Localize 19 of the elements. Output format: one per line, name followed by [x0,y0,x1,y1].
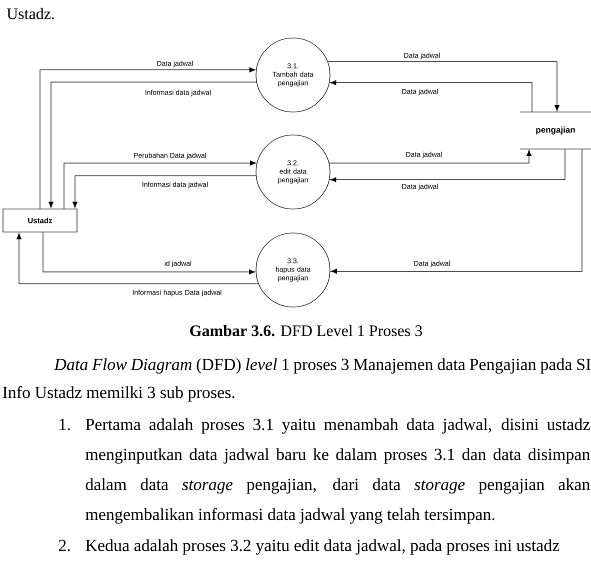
list-number: 1. [60,418,70,430]
arrow [330,148,582,274]
list-item-text: Pertama adalah proses 3.1 yaitu menambah data jadwal, disini ustadz menginputkan data jadwal baru ke dalam proses 3.1 dan data disimpan dalam data storage pengajian, dari data storage pengajian akan mengembalikan informasi data jadwal yang telah tersimpan. [86,418,590,524]
arrow [330,148,566,182]
arrow [16,233,259,284]
list-item-text: Kedua adalah proses 3.2 yaitu edit data jadwal, pada proses ini ustadz [86,539,560,555]
arrow [42,232,256,274]
arrow [72,176,256,208]
arrow [40,67,256,209]
figure-caption: Gambar 3.6. DFD Level 1 Proses 3 [190,324,422,336]
arrow [330,80,532,112]
list-number: 2. [58,540,70,552]
arrow [48,82,257,208]
arrow [327,61,560,112]
heading-text: Ustadz. [6,8,54,20]
data-store: pengajian [520,112,591,150]
arrow [328,150,532,164]
paragraph: Data Flow Diagram (DFD) level 1 proses 3 Manajemen data Pengajian pada SI Info Ustadz memilki 3 sub proses. [2,358,591,402]
arrow [64,160,256,209]
